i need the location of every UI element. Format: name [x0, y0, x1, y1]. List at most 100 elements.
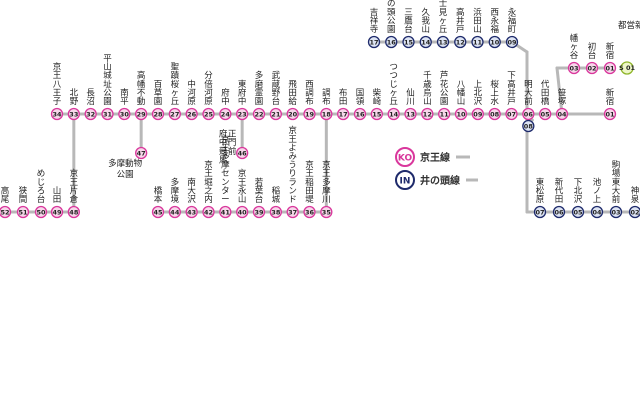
station-badge-keio-36: 36: [303, 205, 316, 219]
station-badge-keio-30: 30: [118, 107, 131, 121]
station-name-keio-32: 長沼: [86, 88, 95, 107]
station-name-keio-23: 東府中: [238, 79, 247, 107]
station-circle: [567, 61, 581, 75]
station-number: 15: [404, 38, 414, 46]
station-number: 24: [221, 110, 231, 118]
station-number: 07: [535, 208, 544, 216]
station-number: 20: [288, 110, 298, 118]
station-name-keio-tail-49: 山田: [53, 185, 62, 205]
station-number: 13: [406, 110, 415, 118]
station-circle: [101, 107, 114, 121]
station-circle: [269, 205, 282, 219]
station-name-keio-sag-44: 多摩境: [171, 177, 180, 205]
station-number: 46: [238, 149, 248, 157]
station-badge-keio-43: 43: [185, 205, 198, 219]
station-name-inokashira-15: 三鷹台: [404, 8, 413, 35]
station-number: 33: [69, 110, 78, 118]
station-number: 12: [423, 110, 432, 118]
station-number: 11: [473, 38, 483, 46]
station-circle: [419, 35, 432, 49]
station-circle: [585, 61, 599, 75]
station-number: 32: [86, 110, 95, 118]
station-name-keio-07: 下高井戸: [507, 71, 516, 107]
station-badge-keio-40: 40: [236, 205, 249, 219]
station-number: 37: [288, 208, 297, 216]
station-number: 16: [387, 38, 397, 46]
station-circle: [168, 107, 181, 121]
station-circle: [219, 107, 232, 121]
station-badge-keio-42: 42: [202, 205, 215, 219]
station-badge-keio-48: 48: [67, 205, 80, 219]
station-badge-keio-14: 14: [387, 107, 400, 121]
station-name-keio-04: 笹塚: [558, 87, 567, 107]
station-badge-keio-50: 50: [34, 205, 48, 219]
station-number: 04: [557, 110, 567, 118]
station-circle: [185, 205, 198, 219]
station-circle: [471, 35, 484, 49]
station-badge-keio-49: 49: [50, 205, 64, 219]
station-circle: [438, 107, 451, 121]
station-badge-keio-07: 07: [505, 107, 518, 121]
station-name-keio-10: 八幡山: [457, 80, 466, 107]
station-number: 09: [507, 38, 517, 46]
station-name-inokashira-b-05: 下北沢: [574, 178, 583, 205]
station-circle: [202, 205, 215, 219]
station-badge-keio-28: 28: [151, 107, 165, 121]
station-name-keio-25: 分倍河原: [204, 71, 213, 107]
station-number: 08: [490, 110, 500, 118]
station-badge-inokashira-02: 02: [628, 205, 640, 219]
station-number: 25: [204, 110, 214, 118]
station-badge-keio-41: 41: [219, 205, 232, 219]
station-badge-keio-04: 04: [555, 107, 569, 121]
station-name-keio-29: 高幡不動: [137, 70, 146, 107]
station-name-keio-sag-45: 橋本: [154, 185, 163, 205]
toei-shinjuku-badge: S 01: [619, 61, 635, 75]
station-circle: [454, 35, 467, 49]
station-name-keio-keibajo-b: 正門前: [228, 130, 237, 157]
station-number: 17: [369, 38, 378, 46]
station-badge-keio-33: 33: [67, 107, 80, 121]
station-badge-keio-39: 39: [252, 205, 266, 219]
station-name-keio-sag-39: 若葉台: [255, 177, 264, 205]
station-number: 49: [52, 208, 62, 216]
station-circle: [151, 107, 165, 121]
station-name-inokashira-b-07: 東松原: [536, 177, 545, 205]
station-number: 17: [339, 110, 348, 118]
station-number: 12: [456, 38, 465, 46]
station-number: 42: [204, 208, 213, 216]
station-circle: [219, 205, 232, 219]
station-number: 03: [611, 208, 620, 216]
station-number: 38: [271, 208, 281, 216]
station-badge-inokashira-10: 10: [488, 35, 501, 49]
station-name-keio-tail-50: めじろ台: [37, 169, 46, 205]
station-number: 22: [254, 110, 263, 118]
legend-inokashira: IN 井の頭線: [395, 170, 478, 190]
station-badge-keio-06: 06: [522, 107, 535, 121]
station-name-keio-12: 千歳烏山: [423, 70, 432, 107]
station-badge-keio-26: 26: [185, 107, 198, 121]
station-circle: [402, 35, 415, 49]
station-circle: [505, 35, 519, 49]
station-number: 41: [221, 208, 231, 216]
station-name-inokashira-b-06: 新代田: [555, 177, 564, 205]
station-number: 11: [440, 110, 450, 118]
station-circle: [286, 205, 299, 219]
station-badge-keio-45: 45: [151, 205, 165, 219]
station-number: 44: [170, 208, 180, 216]
station-number: 36: [305, 208, 315, 216]
station-badge-keio-24: 24: [219, 107, 232, 121]
station-circle: [522, 107, 535, 121]
station-badge-keio-51: 51: [16, 205, 30, 219]
station-number: 27: [170, 110, 179, 118]
station-circle: [387, 107, 400, 121]
station-badge-keio-11: 11: [438, 107, 451, 121]
legend-keio-label: 京王線: [420, 151, 450, 164]
station-name-keio-tail-51: 狭間: [19, 185, 28, 205]
legend-inokashira-label: 井の頭線: [420, 174, 460, 187]
station-circle: [118, 107, 131, 121]
station-number: 30: [120, 110, 130, 118]
station-circle: [252, 107, 266, 121]
station-badge-keio-13: 13: [404, 107, 417, 121]
station-name-inokashira-14: 久我山: [421, 7, 430, 35]
station-circle: [320, 205, 333, 219]
